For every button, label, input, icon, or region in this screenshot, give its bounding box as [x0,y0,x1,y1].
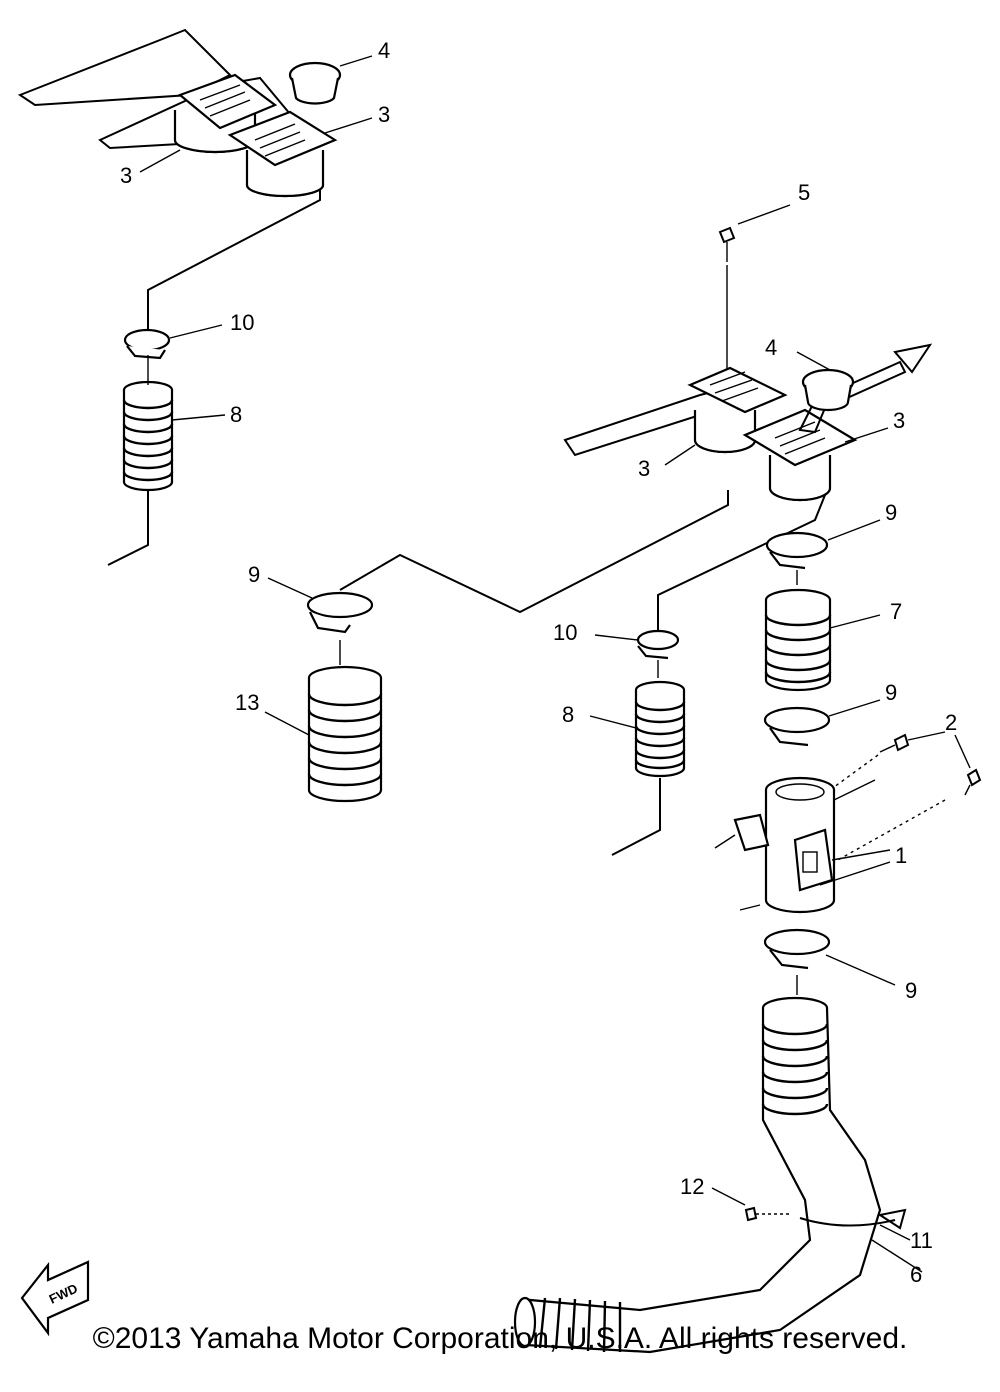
callout-12: 12 [680,1174,704,1199]
hose-clamp-9-top [765,519,881,585]
callout-9: 9 [885,500,897,525]
callout-3: 3 [893,408,905,433]
hose-clamp-9-middle [763,699,881,747]
hose-clamp-9-left [267,577,374,665]
callout-9: 9 [885,680,897,705]
callout-5: 5 [798,180,810,205]
bent-hose-6 [513,996,923,1354]
callout-10: 10 [230,310,254,335]
fwd-direction-arrow: FWD [20,1260,90,1337]
band-11-screw-12 [711,1187,911,1241]
callout-3: 3 [378,102,390,127]
bellows-hose-8-center [589,680,686,856]
copyright-notice: ©2013 Yamaha Motor Corporation, U.S.A. A… [92,1322,908,1355]
hose-clamp-10-center [594,629,680,678]
callout-9: 9 [905,978,917,1003]
screws-2 [819,731,982,871]
upper-left-vent-assembly [17,28,342,198]
callout-4: 4 [378,38,390,63]
callout-3: 3 [120,163,132,188]
callout-7: 7 [890,599,902,624]
bellows-hose-7 [764,588,881,692]
callout-labels: 4 3 3 10 8 5 4 3 3 9 9 7 10 9 13 8 2 1 9… [120,38,957,1287]
callout-2: 2 [945,710,957,735]
callout-1: 1 [895,843,907,868]
callout-9: 9 [248,562,260,587]
callout-8: 8 [230,402,242,427]
bellows-hose-8-upper [107,355,226,566]
filter-housing-1 [714,776,891,914]
callout-4: 4 [765,335,777,360]
hose-clamp-10-upper [123,324,223,360]
callout-3: 3 [638,456,650,481]
callout-13: 13 [235,690,259,715]
callout-11: 11 [910,1228,933,1253]
callout-6: 6 [910,1262,922,1287]
callout-10: 10 [553,620,577,645]
upper-left-leaders [139,55,373,330]
hose-clamp-9-bottom [763,928,896,995]
callout-8: 8 [562,702,574,727]
center-vent-assembly [339,204,933,630]
bellows-hose-13 [264,665,383,803]
